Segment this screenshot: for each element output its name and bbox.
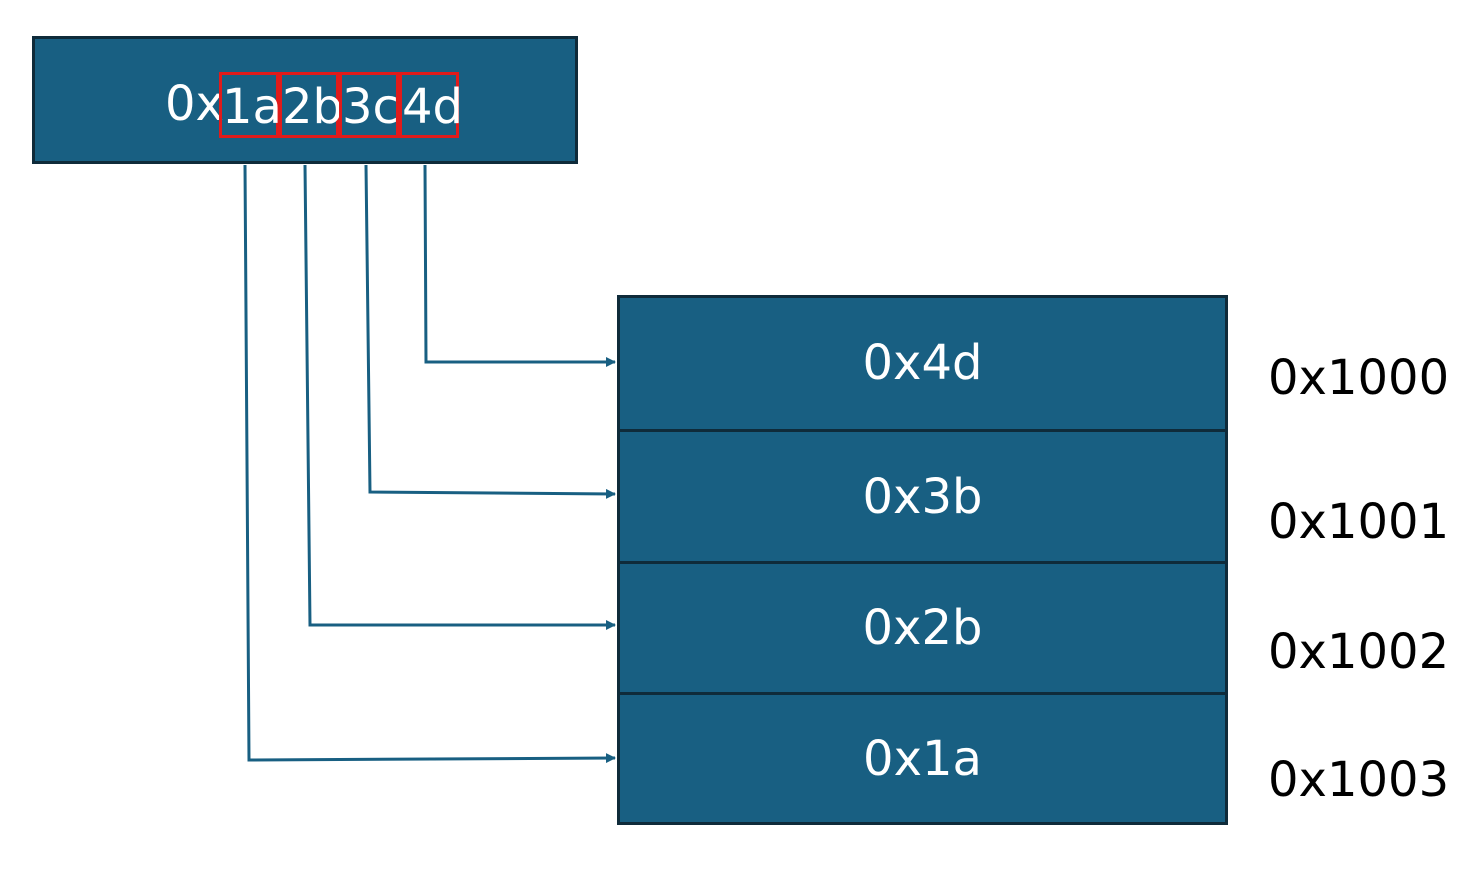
arrow-4d-to-0x1000: [423, 164, 616, 367]
register-value: 0x 1a 2b 3c 4d: [165, 72, 463, 138]
arrow-1a-to-0x1003: [243, 164, 616, 764]
address-label-1: 0x1001: [1268, 494, 1450, 550]
address-label-3: 0x1003: [1268, 752, 1450, 808]
register-byte-4d: 4d: [399, 72, 463, 138]
register-byte-1a: 1a: [219, 72, 282, 138]
memory-cell-1: 0x3b: [620, 429, 1225, 561]
memory-block: 0x4d 0x3b 0x2b 0x1a: [617, 295, 1228, 825]
register-byte-2b: 2b: [279, 72, 343, 138]
arrow-3c-to-0x1001: [364, 164, 616, 499]
memory-cell-value: 0x1a: [863, 730, 982, 787]
memory-cell-value: 0x2b: [862, 600, 983, 656]
memory-cell-3: 0x1a: [620, 692, 1225, 822]
register-prefix: 0x: [165, 76, 224, 132]
address-label-2: 0x1002: [1268, 624, 1450, 680]
address-label-0: 0x1000: [1268, 350, 1450, 406]
register-word-box: 0x 1a 2b 3c 4d: [32, 36, 578, 164]
memory-cell-value: 0x4d: [862, 335, 983, 391]
memory-cell-value: 0x3b: [862, 468, 983, 525]
register-byte-3c: 3c: [339, 72, 399, 138]
memory-cell-0: 0x4d: [620, 298, 1225, 428]
memory-cell-2: 0x2b: [620, 561, 1225, 692]
arrow-2b-to-0x1002: [303, 164, 616, 630]
